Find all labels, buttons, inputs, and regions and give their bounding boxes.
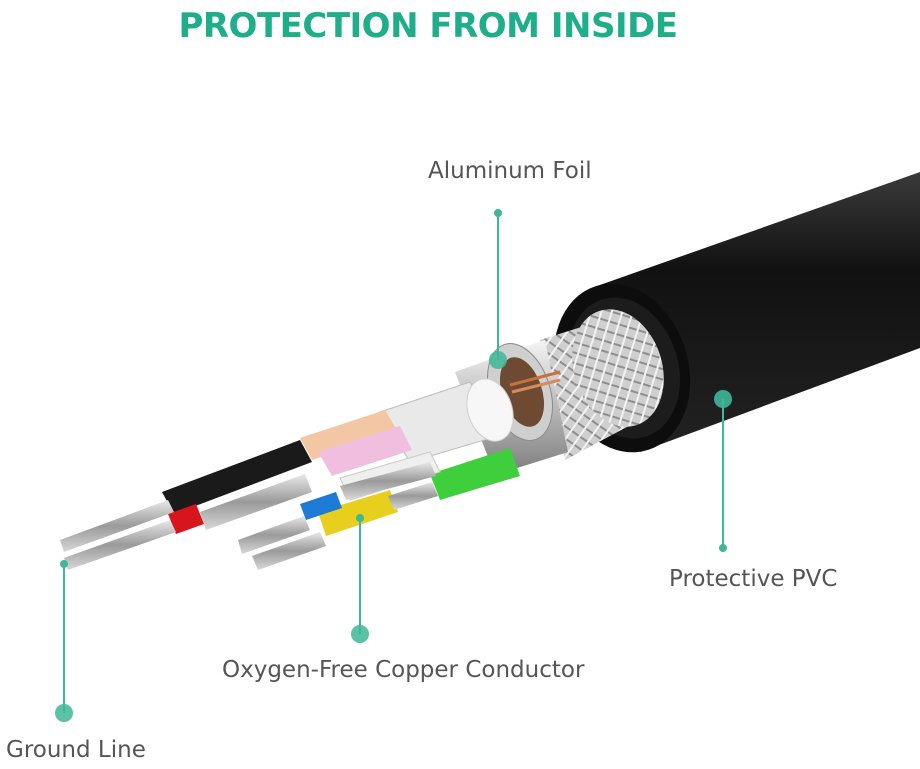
green-wire [430, 448, 520, 500]
ground-strand [60, 500, 174, 552]
copper-target-dot [351, 625, 369, 643]
blue-wire [300, 492, 342, 520]
yellow-wire [318, 490, 398, 536]
page-title: PROTECTION FROM INSIDE [178, 6, 678, 46]
foil-leader-dot [494, 209, 502, 217]
insulated-wires [162, 410, 520, 536]
braided-shield [540, 309, 664, 460]
callout-label-copper-conductor: Oxygen-Free Copper Conductor [222, 657, 585, 683]
pink-wire [318, 426, 412, 476]
bare-strands [60, 462, 438, 570]
callout-lines [55, 209, 732, 722]
callout-label-aluminum-foil: Aluminum Foil [428, 158, 592, 184]
ground-leader-dot [60, 560, 68, 568]
black-wire [162, 440, 312, 514]
callout-label-protective-pvc: Protective PVC [669, 566, 838, 592]
pvc-leader-dot [719, 544, 727, 552]
pvc-target-dot [714, 390, 732, 408]
red-wire [168, 504, 204, 534]
foil-target-dot [489, 351, 507, 369]
callout-label-ground-line: Ground Line [6, 737, 146, 763]
copper-leader-dot [356, 514, 364, 522]
peach-wire [300, 410, 398, 460]
ground-target-dot [55, 704, 73, 722]
